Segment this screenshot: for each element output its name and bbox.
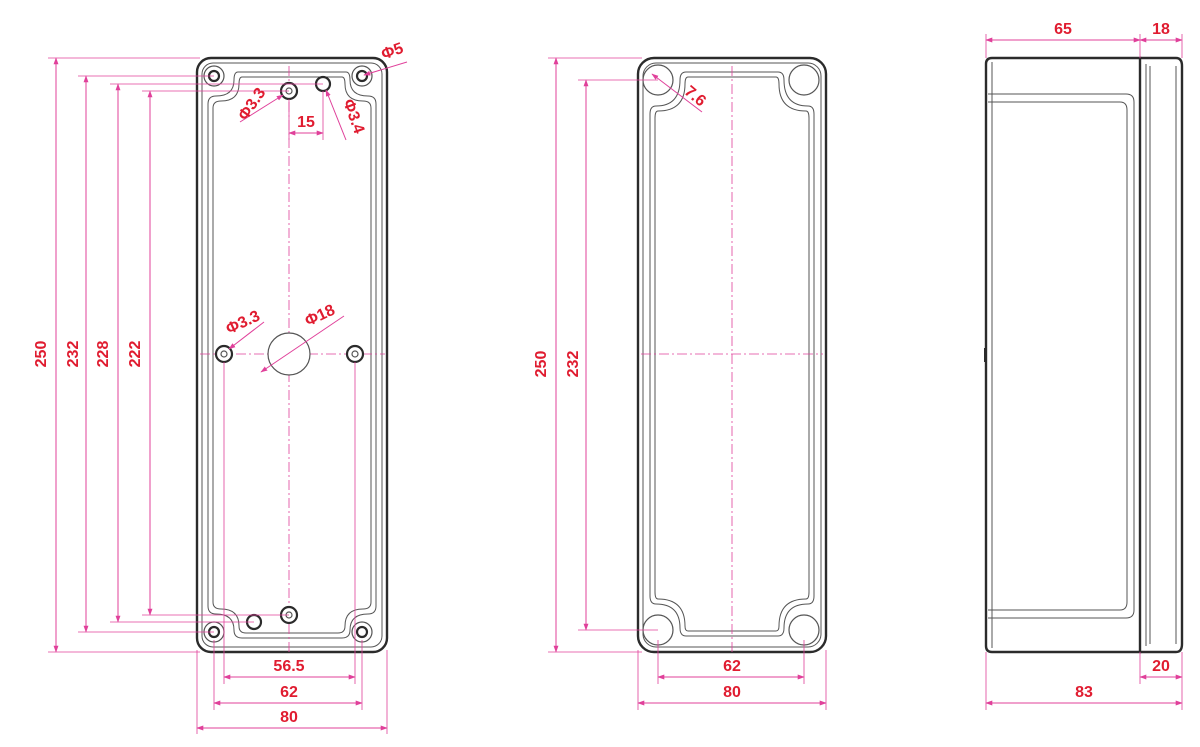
lid-leader-7-6	[651, 73, 703, 113]
side-latch-mark	[984, 348, 987, 362]
front-mount-hole-left-inner	[220, 350, 228, 358]
side-inner-wall	[988, 93, 1135, 619]
front-body-inner-edge	[201, 62, 383, 648]
side-inner-wall-2	[988, 101, 1128, 611]
dim-text-phi3-4: Φ3.4	[339, 97, 367, 136]
leader-phi5	[363, 61, 408, 76]
leader-phi18	[260, 315, 345, 373]
front-body-outline	[195, 56, 389, 654]
dim-text-250: 250	[33, 341, 50, 368]
leader-phi3-4	[325, 89, 347, 141]
side-lid-outline	[1140, 56, 1184, 654]
dim-text-232: 232	[65, 341, 82, 368]
front-cavity-outline	[207, 71, 377, 639]
lid-dim-text-62: 62	[723, 658, 741, 675]
side-dim-text-20: 20	[1152, 658, 1170, 675]
leader-phi3-3-mid	[228, 321, 265, 350]
side-dim-text-83: 83	[1075, 684, 1093, 701]
lid-corner-screw-tr-ring	[788, 64, 820, 96]
lid-outline	[636, 56, 828, 654]
dim-text-80-front: 80	[280, 709, 298, 726]
dim-text-222: 222	[127, 341, 144, 368]
lid-panel-outline	[649, 71, 815, 637]
side-dim-text-65: 65	[1054, 21, 1072, 38]
dim-text-phi5: Φ5	[379, 40, 406, 64]
lid-dim-text-232: 232	[565, 351, 582, 378]
lid-view: 250 232 7.6 62 80	[533, 56, 828, 710]
front-corner-hole-tr-inner	[355, 69, 369, 83]
dim-text-62-front: 62	[280, 684, 298, 701]
side-dim-text-18: 18	[1152, 21, 1170, 38]
dim-text-phi3-3-mid: Φ3.3	[223, 308, 262, 338]
dim-text-15: 15	[297, 114, 315, 131]
front-mount-hole-right-inner	[351, 350, 359, 358]
dim-text-228: 228	[95, 341, 112, 368]
side-view: 65 18 20 83	[984, 21, 1184, 710]
front-view: 250 232 228 222 56.5 62 80 15 Φ5 Φ3.3 Φ3…	[33, 40, 408, 734]
dim-text-56-5: 56.5	[273, 658, 304, 675]
leader-phi3-3-top	[239, 94, 284, 123]
dim-text-phi18: Φ18	[302, 302, 337, 331]
side-body-outline	[984, 56, 1142, 654]
lid-dim-text-80: 80	[723, 684, 741, 701]
front-cable-hole-center	[267, 332, 311, 376]
lid-dim-text-250: 250	[533, 351, 550, 378]
front-corner-hole-br-inner	[355, 625, 369, 639]
front-cavity-inner	[212, 76, 372, 634]
